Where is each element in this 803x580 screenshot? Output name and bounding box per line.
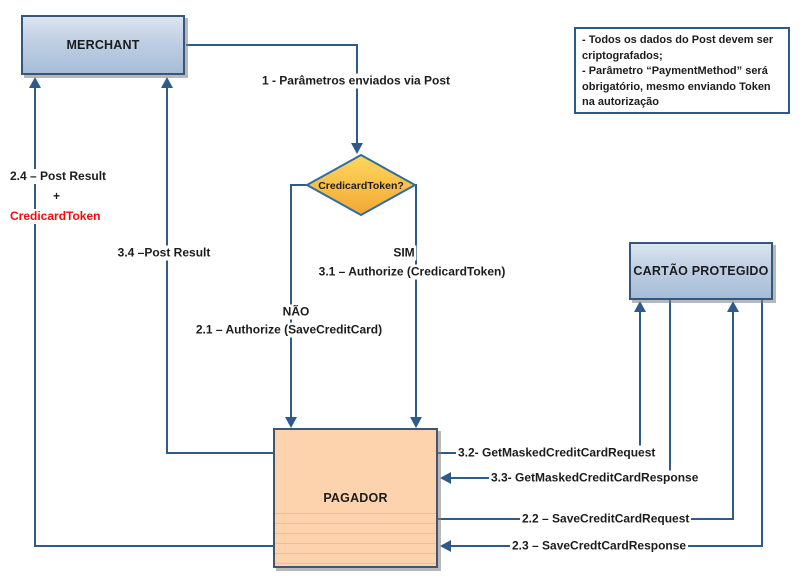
note-line: - Todos os dados do Post devem ser bbox=[582, 34, 774, 46]
merchant-node: MERCHANT bbox=[21, 15, 185, 75]
arrowhead-33-into-pagador bbox=[440, 472, 451, 484]
pagador-label: PAGADOR bbox=[323, 491, 388, 505]
edge-label-post-params: 1 - Parâmetros enviados via Post bbox=[259, 73, 453, 89]
note-line: obrigatório, mesmo enviando Token bbox=[582, 80, 771, 93]
cartao-protegido-label: CARTÃO PROTEGIDO bbox=[633, 264, 769, 278]
edge-label-credicard-token: CredicardToken bbox=[8, 209, 103, 224]
decision-diamond bbox=[304, 153, 418, 217]
edge-label-nao: NÃO bbox=[280, 304, 312, 320]
edge-pagador-to-merchant-24 bbox=[34, 88, 275, 547]
pagador-node: PAGADOR bbox=[273, 428, 438, 568]
pagador-stripes bbox=[275, 504, 436, 566]
merchant-label: MERCHANT bbox=[66, 38, 140, 52]
arrowhead-34-into-merchant bbox=[161, 77, 173, 88]
decision-label: CredicardToken? bbox=[318, 180, 404, 192]
edge-merchant-to-decision bbox=[186, 44, 358, 144]
edge-label-post-result-24: 2.4 – Post Result bbox=[8, 169, 109, 184]
arrowhead-24-into-merchant bbox=[29, 77, 41, 88]
note-box: - Todos os dados do Post devem ser cript… bbox=[574, 27, 790, 114]
arrowhead-32-into-cartao bbox=[634, 301, 646, 312]
edge-pagador-to-merchant-34 bbox=[166, 88, 275, 454]
arrowhead-no-into-pagador bbox=[285, 417, 297, 428]
edge-label-getmasked-request: 3.2- GetMaskedCreditCardRequest bbox=[456, 445, 658, 461]
edge-label-sim: SIM bbox=[391, 245, 417, 261]
arrowhead-22-into-cartao bbox=[727, 301, 739, 312]
edge-label-plus: + bbox=[51, 189, 63, 204]
edge-label-authorize-save: 2.1 – Authorize (SaveCreditCard) bbox=[193, 322, 385, 338]
arrowhead-23-into-pagador bbox=[440, 540, 451, 552]
edge-decision-no-to-pagador bbox=[290, 184, 307, 417]
edge-label-savecard-response: 2.3 – SaveCredtCardResponse bbox=[510, 538, 689, 554]
edge-decision-yes-to-pagador bbox=[415, 184, 417, 417]
note-line: - Parâmetro “PaymentMethod” será bbox=[582, 65, 768, 77]
arrowhead-yes-into-pagador bbox=[410, 417, 422, 428]
cartao-protegido-node: CARTÃO PROTEGIDO bbox=[629, 242, 773, 300]
edge-savecard-response bbox=[451, 300, 763, 547]
arrowhead-into-decision bbox=[351, 143, 363, 154]
note-line: criptografados; bbox=[582, 49, 663, 62]
edge-label-getmasked-response: 3.3- GetMaskedCreditCardResponse bbox=[489, 470, 701, 486]
edge-label-authorize-token: 3.1 – Authorize (CredicardToken) bbox=[316, 264, 508, 280]
note-line: na autorização bbox=[582, 96, 660, 108]
edge-label-savecard-request: 2.2 – SaveCreditCardRequest bbox=[520, 511, 692, 527]
edge-label-post-result-34: 3.4 –Post Result bbox=[115, 245, 213, 261]
edge-savecard-request bbox=[438, 312, 734, 520]
edge-getmasked-request bbox=[438, 312, 641, 454]
